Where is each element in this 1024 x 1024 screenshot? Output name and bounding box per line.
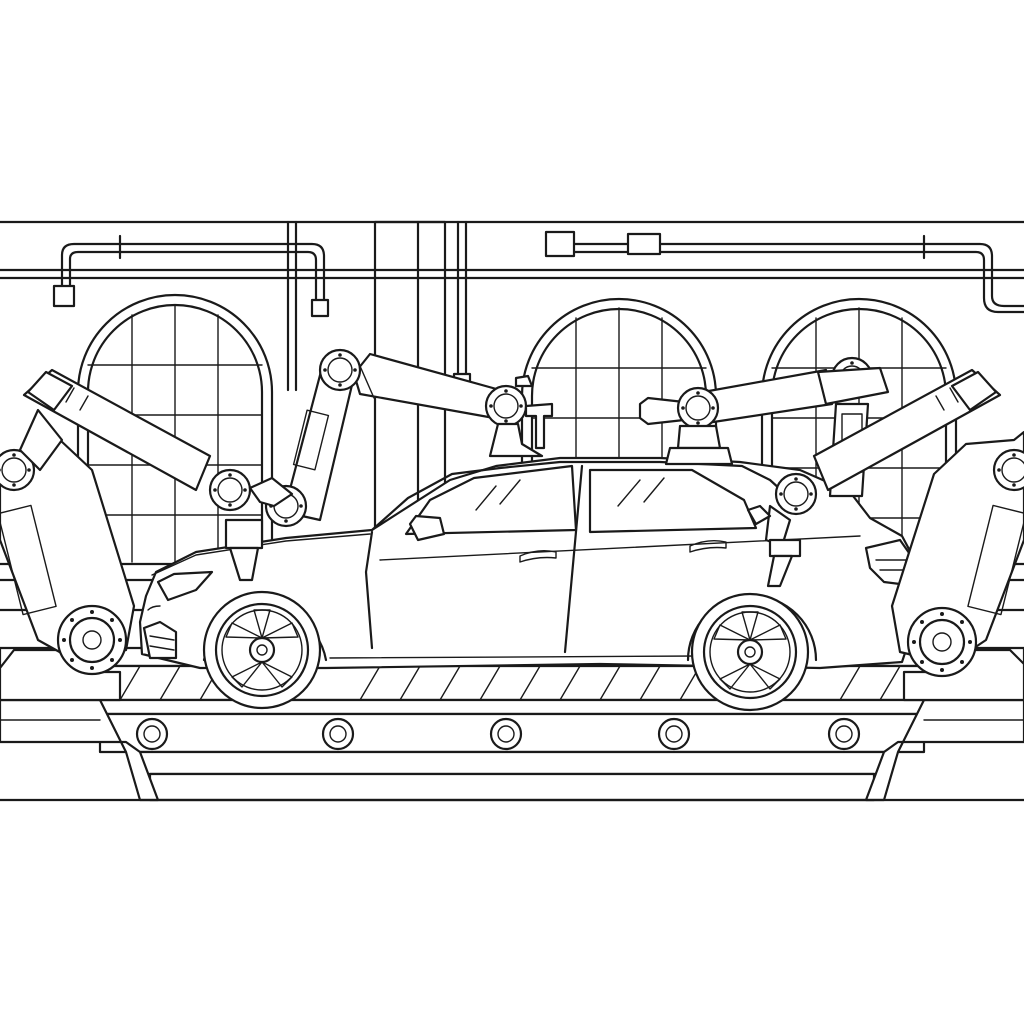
robot-arm-far-left (0, 368, 252, 676)
robot-arm-left (224, 348, 554, 582)
car-wheel-rear (690, 592, 810, 712)
overhead-pipes (52, 230, 1024, 388)
conveyor-slats (119, 665, 901, 701)
robot-arm-far-right (746, 368, 1024, 678)
car-wheel-front (202, 590, 322, 710)
conveyor (0, 646, 1024, 802)
